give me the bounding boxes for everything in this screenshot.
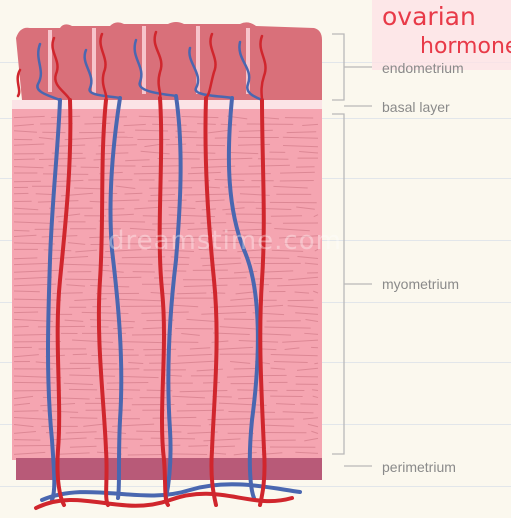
muscle-fiber xyxy=(314,363,318,364)
muscle-fiber xyxy=(14,181,41,182)
muscle-fiber xyxy=(125,193,143,194)
muscle-fiber xyxy=(60,368,91,369)
muscle-fiber xyxy=(49,166,77,167)
muscle-fiber xyxy=(280,180,314,181)
muscle-fiber xyxy=(14,440,40,441)
muscle-fiber xyxy=(149,188,192,189)
watermark-text: dreamstime.com xyxy=(108,226,342,256)
muscle-fiber xyxy=(300,404,318,405)
annotation-line-1: ovarian xyxy=(382,2,476,31)
muscle-fiber xyxy=(107,382,148,383)
muscle-fiber xyxy=(40,123,73,124)
muscle-fiber xyxy=(252,440,296,441)
muscle-fiber xyxy=(14,326,29,327)
muscle-fiber xyxy=(14,312,38,313)
muscle-fiber xyxy=(105,209,125,210)
muscle-fiber xyxy=(271,216,302,217)
muscle-fiber xyxy=(70,418,97,419)
myometrium-label: myometrium xyxy=(382,276,459,292)
muscle-fiber xyxy=(14,390,61,391)
muscle-fiber xyxy=(43,174,88,175)
muscle-fiber xyxy=(143,349,176,350)
basal-layer-label: basal layer xyxy=(382,99,450,115)
muscle-fiber xyxy=(14,159,35,160)
annotation-line-2: hormones xyxy=(420,34,511,59)
muscle-fiber xyxy=(171,454,207,455)
muscle-fiber xyxy=(117,264,152,265)
muscle-fiber xyxy=(65,279,102,280)
perimetrium-label: perimetrium xyxy=(382,459,456,475)
muscle-fiber xyxy=(38,326,85,327)
muscle-fiber xyxy=(188,446,208,447)
endometrium-label: endometrium xyxy=(382,60,464,76)
muscle-fiber xyxy=(14,230,29,231)
endometrium-layer xyxy=(16,22,322,100)
muscle-fiber xyxy=(70,363,118,364)
muscle-fiber xyxy=(312,390,318,391)
